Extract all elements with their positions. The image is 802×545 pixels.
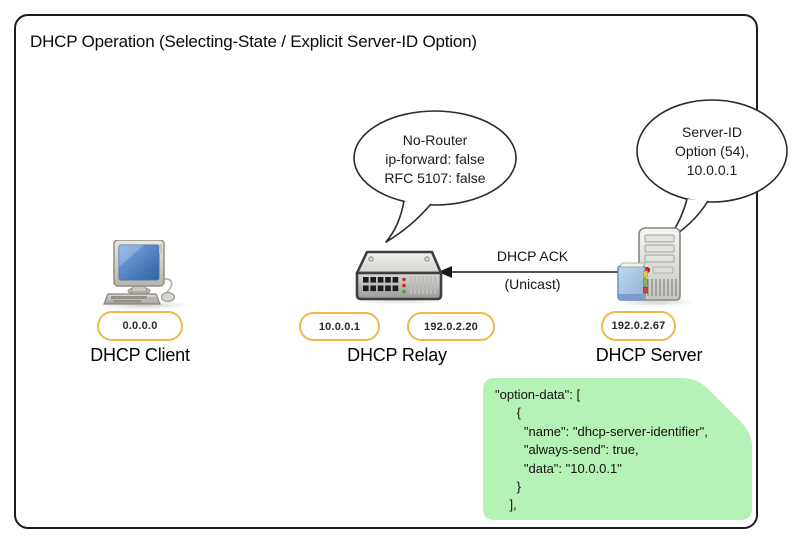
ip-badge-client-value: 0.0.0.0 — [122, 320, 158, 332]
ip-badge-server-value: 192.0.2.67 — [611, 320, 666, 332]
server-note-text: Server-ID Option (54), 10.0.0.1 — [642, 123, 782, 180]
router-ports — [363, 277, 399, 292]
ip-badge-relay-left: 10.0.0.1 — [299, 312, 380, 341]
ip-badge-client: 0.0.0.0 — [97, 311, 183, 341]
ip-badge-server: 192.0.2.67 — [601, 311, 676, 341]
config-snippet-background — [483, 378, 752, 520]
server-note-line: Option (54), — [675, 143, 749, 159]
server-vents — [643, 279, 677, 296]
router-leds — [402, 277, 406, 294]
diagram-title: DHCP Operation (Selecting-State / Explic… — [30, 32, 477, 51]
server-note-line: Server-ID — [682, 124, 742, 140]
arrowhead-icon — [438, 266, 452, 278]
ip-badge-relay-right: 192.0.2.20 — [407, 312, 495, 341]
ip-badge-relay-left-value: 10.0.0.1 — [318, 320, 361, 333]
relay-note-text: No-Router ip-forward: false RFC 5107: fa… — [355, 131, 515, 188]
server-shadow — [614, 297, 696, 307]
address-book-icon — [617, 262, 648, 301]
relay-note-line: No-Router — [402, 132, 468, 148]
dhcp-ack-arrow — [438, 266, 622, 278]
server-tower-icon — [617, 227, 681, 301]
desktop-computer-icon — [103, 240, 176, 305]
client-label: DHCP Client — [90, 345, 190, 365]
message-label: DHCP ACK — [496, 248, 569, 264]
router-vents — [410, 276, 436, 294]
diagram-border — [14, 14, 758, 529]
router-icon — [355, 250, 443, 301]
client-shadow — [96, 300, 192, 310]
message-sublabel: (Unicast) — [504, 276, 561, 292]
relay-note-line: ip-forward: false — [385, 151, 485, 167]
ip-badge-relay-right-value: 192.0.2.20 — [424, 320, 478, 333]
server-note-line: 10.0.0.1 — [686, 162, 738, 178]
config-snippet-code: "option-data": [ { "name": "dhcp-server-… — [495, 387, 708, 513]
server-label: DHCP Server — [595, 345, 703, 365]
speech-bubble-relay — [353, 110, 517, 243]
relay-label: DHCP Relay — [347, 345, 447, 365]
relay-note-line: RFC 5107: false — [384, 170, 486, 186]
